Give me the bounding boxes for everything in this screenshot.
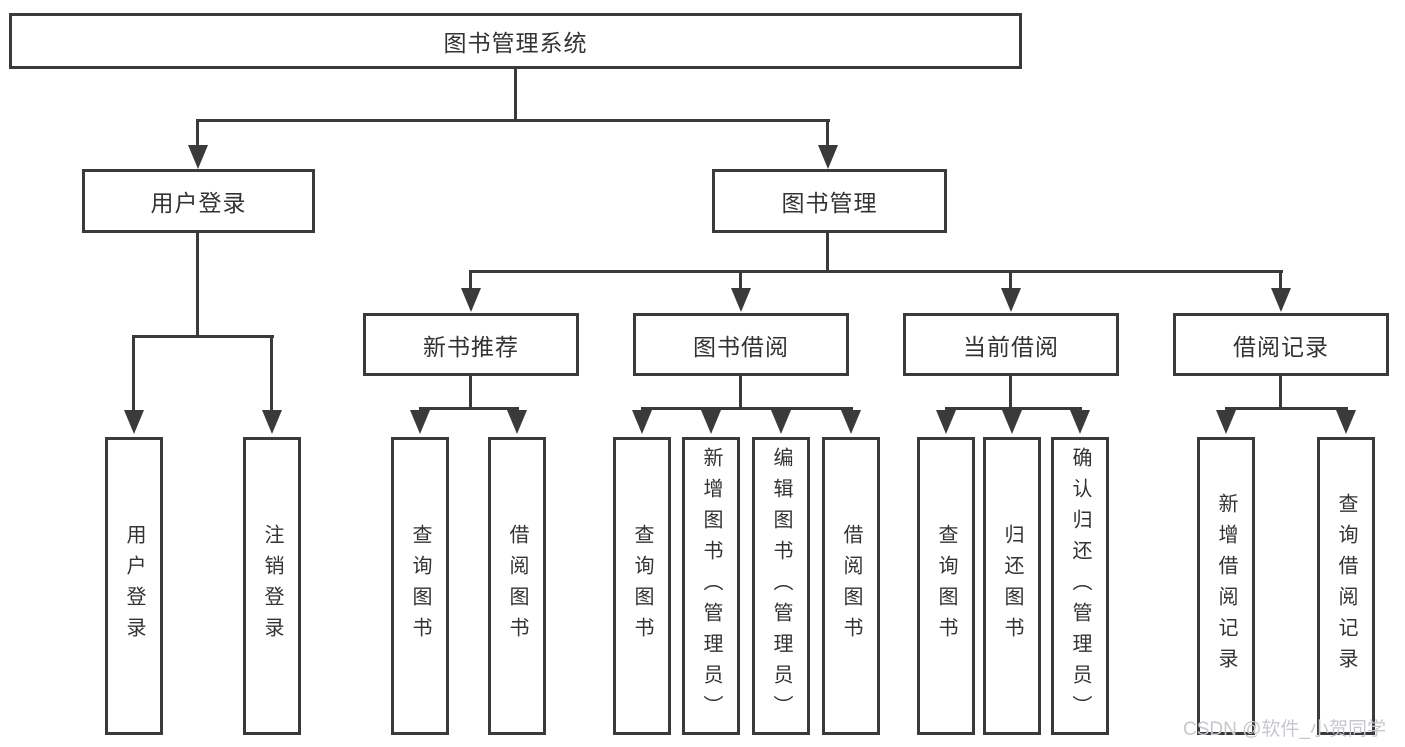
connector-line: [1279, 270, 1282, 290]
connector-line: [1009, 270, 1012, 290]
arrow-down-icon: [771, 410, 791, 434]
leaf-current-return-books: 归还图书: [983, 437, 1041, 735]
arrow-down-icon: [1336, 410, 1356, 434]
node-book-borrowing: 图书借阅: [633, 313, 849, 376]
connector-line: [469, 376, 472, 410]
node-label: 归还图书: [1001, 524, 1023, 648]
connector-line: [945, 407, 1082, 410]
leaf-records-add-borrow-record: 新增借阅记录: [1197, 437, 1255, 735]
arrow-down-icon: [188, 145, 208, 169]
leaf-borrowing-add-books-admin: 新增图书（管理员）: [682, 437, 740, 735]
connector-line: [197, 119, 830, 122]
leaf-logout: 注销登录: [243, 437, 301, 735]
arrow-down-icon: [410, 410, 430, 434]
arrow-down-icon: [461, 288, 481, 312]
node-label: 查询图书: [409, 524, 431, 648]
node-label: 用户登录: [123, 524, 145, 648]
arrow-down-icon: [701, 410, 721, 434]
leaf-recommend-query-books: 查询图书: [391, 437, 449, 735]
node-label: 新书推荐: [423, 333, 519, 360]
node-user-login: 用户登录: [82, 169, 315, 233]
leaf-records-query-borrow-record: 查询借阅记录: [1317, 437, 1375, 735]
node-label: 图书管理系统: [443, 30, 588, 56]
leaf-user-login: 用户登录: [105, 437, 163, 735]
node-label: 新增借阅记录: [1215, 493, 1237, 679]
node-label: 图书管理: [781, 190, 878, 216]
connector-line: [739, 270, 742, 290]
leaf-borrowing-query-books: 查询图书: [613, 437, 671, 735]
leaf-current-confirm-return-admin: 确认归还（管理员）: [1051, 437, 1109, 735]
node-current-borrowing: 当前借阅: [903, 313, 1119, 376]
node-label: 查询图书: [935, 524, 957, 648]
node-label: 查询借阅记录: [1335, 493, 1357, 679]
arrow-down-icon: [1271, 288, 1291, 312]
node-label: 图书借阅: [693, 333, 789, 360]
arrow-down-icon: [936, 410, 956, 434]
leaf-borrowing-borrow-books: 借阅图书: [822, 437, 880, 735]
node-label: 编辑图书（管理员）: [770, 446, 792, 726]
watermark: CSDN @软件_小贺同学: [1183, 719, 1386, 740]
arrow-down-icon: [1216, 410, 1236, 434]
connector-line: [739, 376, 742, 410]
connector-line: [270, 335, 273, 413]
node-book-management: 图书管理: [712, 169, 947, 233]
node-borrowing-records: 借阅记录: [1173, 313, 1389, 376]
connector-line: [133, 335, 274, 338]
connector-line: [641, 407, 853, 410]
node-label: 注销登录: [261, 524, 283, 648]
arrow-down-icon: [1070, 410, 1090, 434]
node-label: 新增图书（管理员）: [700, 446, 722, 726]
node-label: 确认归还（管理员）: [1069, 446, 1091, 726]
node-label: 用户登录: [150, 190, 247, 216]
arrow-down-icon: [262, 410, 282, 434]
connector-line: [470, 270, 1283, 273]
node-label: 当前借阅: [963, 333, 1059, 360]
node-label: 查询图书: [631, 524, 653, 648]
leaf-recommend-borrow-books: 借阅图书: [488, 437, 546, 735]
arrow-down-icon: [507, 410, 527, 434]
connector-line: [1279, 376, 1282, 410]
connector-line: [1009, 376, 1012, 410]
arrow-down-icon: [731, 288, 751, 312]
arrow-down-icon: [1002, 410, 1022, 434]
node-label: 借阅记录: [1233, 333, 1329, 360]
arrow-down-icon: [818, 145, 838, 169]
connector-line: [469, 270, 472, 290]
arrow-down-icon: [1001, 288, 1021, 312]
connector-line: [419, 407, 519, 410]
connector-line: [196, 119, 199, 149]
connector-line: [196, 233, 199, 338]
node-label: 借阅图书: [840, 524, 862, 648]
leaf-borrowing-edit-books-admin: 编辑图书（管理员）: [752, 437, 810, 735]
arrow-down-icon: [841, 410, 861, 434]
arrow-down-icon: [124, 410, 144, 434]
node-library-system: 图书管理系统: [9, 13, 1022, 69]
connector-line: [826, 119, 829, 149]
connector-line: [1225, 407, 1348, 410]
connector-line: [826, 233, 829, 273]
connector-line: [132, 335, 135, 413]
node-new-book-recommend: 新书推荐: [363, 313, 579, 376]
connector-line: [514, 69, 517, 122]
node-label: 借阅图书: [506, 524, 528, 648]
arrow-down-icon: [632, 410, 652, 434]
leaf-current-query-books: 查询图书: [917, 437, 975, 735]
